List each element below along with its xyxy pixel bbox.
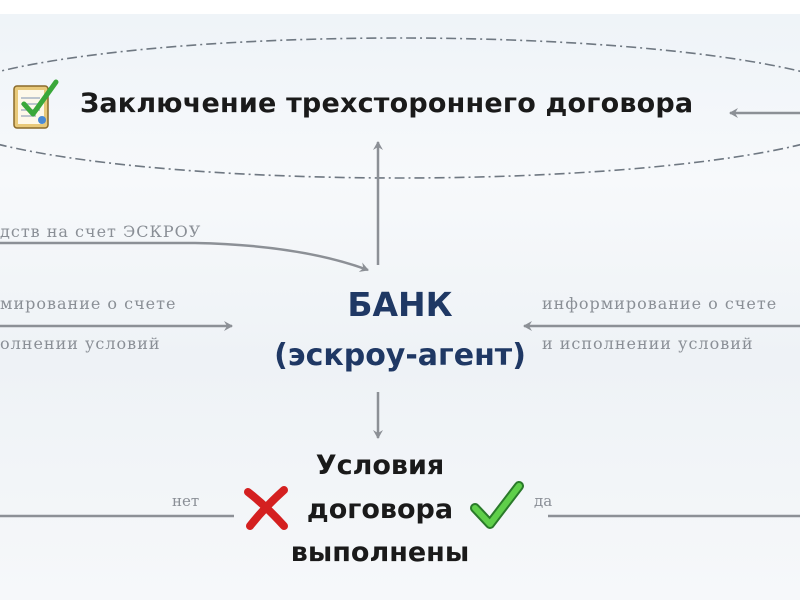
deposit-note: дств на счет ЭСКРОУ — [0, 222, 202, 241]
yes-label: да — [534, 492, 553, 510]
bank-name: БАНК — [347, 285, 453, 324]
red-cross-icon — [244, 486, 288, 530]
arrow-deposit-to-bank — [0, 241, 369, 272]
contract-title: Заключение трехстороннего договора — [80, 88, 694, 119]
no-label: нет — [172, 492, 200, 510]
contract-ellipse — [0, 37, 800, 179]
contract-check-icon — [13, 79, 59, 129]
condition-line3: выполнены — [290, 537, 470, 568]
green-check-icon — [470, 481, 524, 529]
info-left-line1: мирование о счете — [0, 294, 177, 313]
info-right-line1: информирование о счете — [542, 294, 778, 313]
info-right-line2: и исполнении условий — [542, 334, 754, 353]
condition-line1: Условия — [315, 450, 445, 481]
info-left-line2: олнении условий — [0, 334, 161, 353]
bank-role: (эскроу-агент) — [274, 338, 526, 373]
top-band — [0, 0, 800, 14]
condition-line2: договора — [306, 494, 454, 525]
